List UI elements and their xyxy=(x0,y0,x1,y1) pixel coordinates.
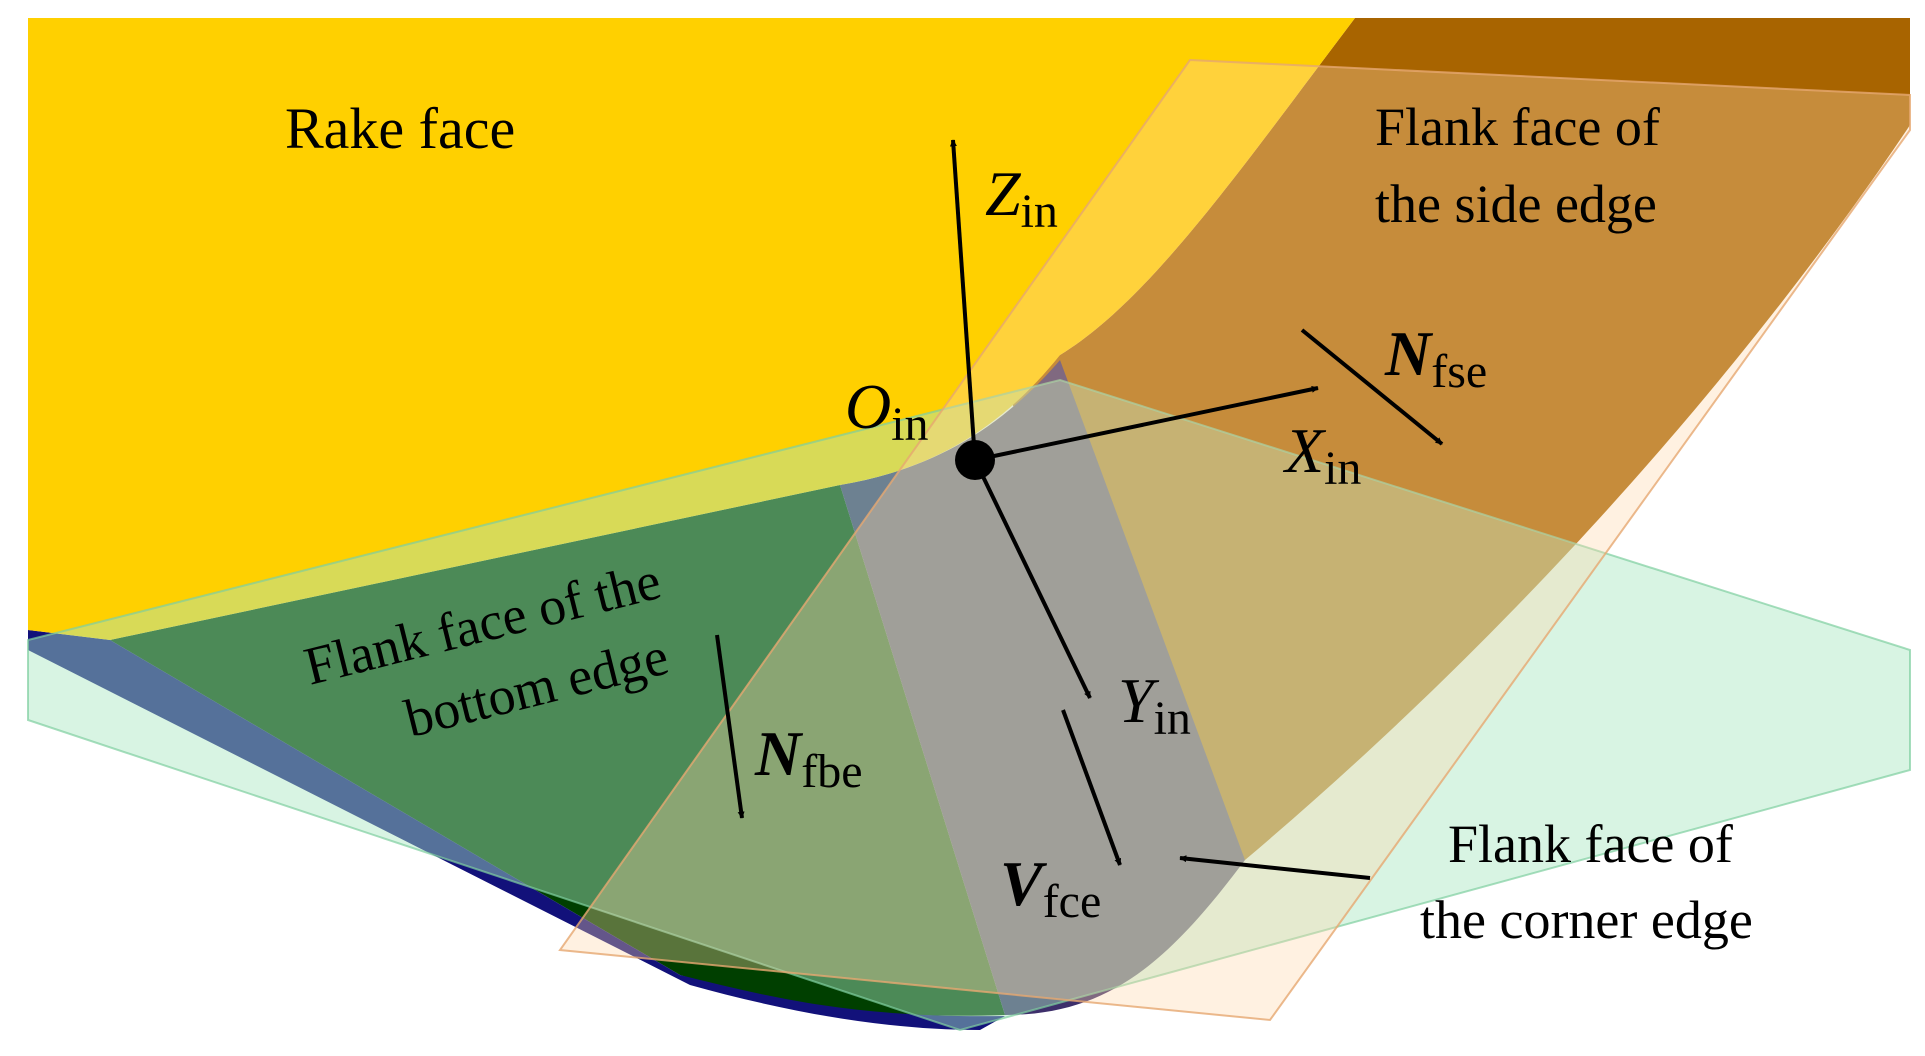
flank-side-label-line1: Flank face of xyxy=(1375,97,1660,157)
flank-face-side-edge xyxy=(1005,18,1910,860)
flank-face-corner-edge xyxy=(840,360,1245,1015)
green-reference-plane xyxy=(27,378,1911,1032)
orange-reference-plane xyxy=(558,58,1911,1022)
y-axis-label: Yin xyxy=(1118,665,1191,745)
x-axis-label: Xin xyxy=(1282,415,1361,495)
corner-edge-pointer-arrow xyxy=(1179,855,1371,880)
flank-corner-label-line1: Flank face of xyxy=(1448,814,1733,874)
rake-face-label: Rake face xyxy=(285,96,515,161)
n-fbe-arrow xyxy=(715,634,745,819)
flank-corner-label-line2: the corner edge xyxy=(1420,890,1753,950)
n-fse-label: Nfse xyxy=(1384,318,1487,398)
v-fce-arrow xyxy=(1061,709,1122,866)
v-fce-label: Vfce xyxy=(1000,848,1101,928)
origin-point xyxy=(955,440,995,480)
n-fbe-label: Nfbe xyxy=(754,718,863,798)
origin-label: Oin xyxy=(845,371,929,451)
z-axis-arrow xyxy=(949,139,977,461)
n-fse-arrow xyxy=(1300,328,1444,446)
y-axis-arrow xyxy=(973,459,1092,699)
z-axis-label: Zin xyxy=(985,158,1058,238)
rake-face xyxy=(28,18,1355,640)
flank-face-bottom-edge xyxy=(110,485,1005,1016)
x-axis-arrow xyxy=(974,385,1319,462)
bottom-edge-strip xyxy=(28,630,1005,1030)
flank-side-label-line2: the side edge xyxy=(1375,174,1657,234)
